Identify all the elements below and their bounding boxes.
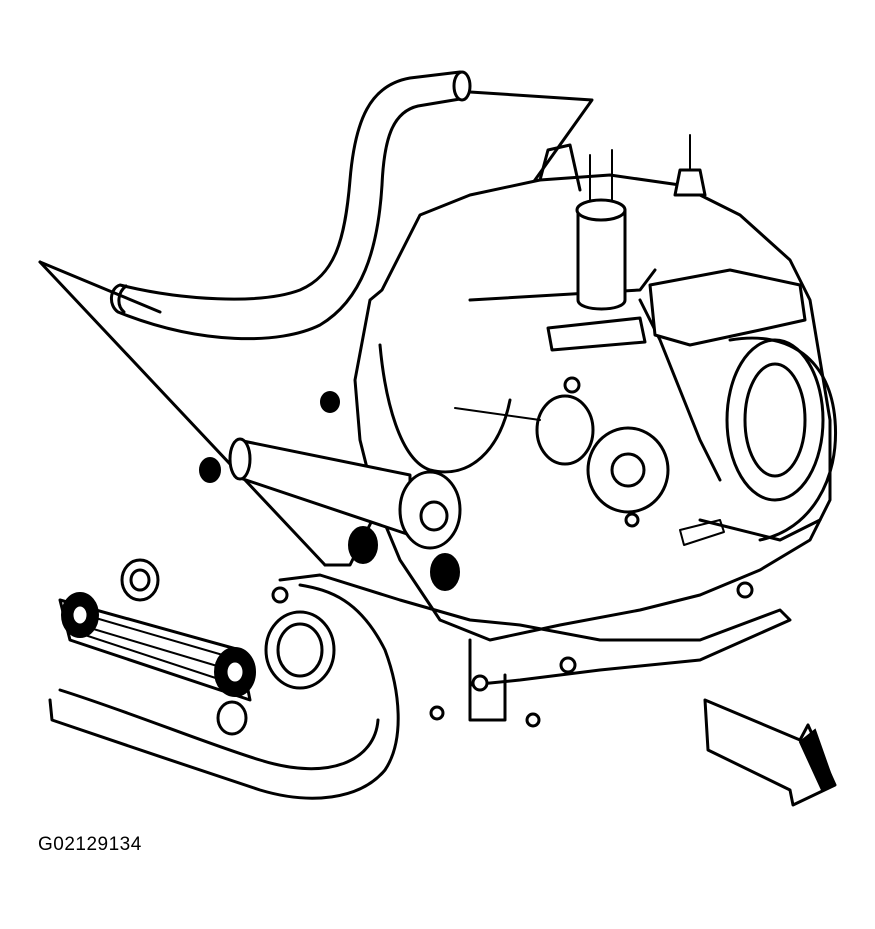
throttle-body	[648, 268, 838, 542]
hose	[110, 70, 472, 341]
direction-arrow-icon	[703, 698, 837, 807]
water-outlet	[48, 558, 792, 800]
mounting-bolts	[199, 376, 754, 728]
intake-manifold	[228, 394, 670, 550]
fuel-rail	[454, 316, 725, 546]
figure-id-label: G02129134	[38, 834, 142, 855]
